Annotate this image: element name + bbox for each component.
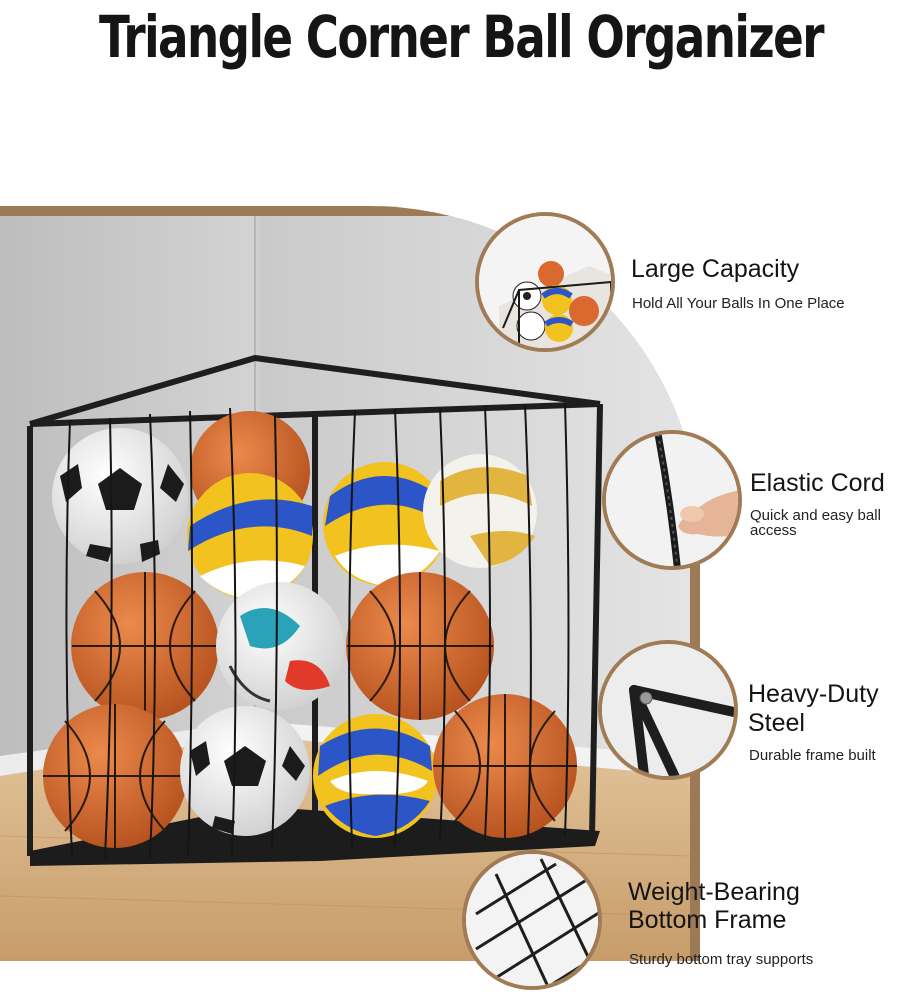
elastic-cord-photo-icon xyxy=(606,434,738,566)
feature-bottom-frame-image xyxy=(462,850,602,990)
feature-4-title-line-1: Weight-Bearing xyxy=(628,878,800,906)
feature-2-title: Elastic Cord xyxy=(750,469,885,497)
balls xyxy=(43,411,577,848)
elastic-cords xyxy=(65,403,570,859)
feature-2-desc-line-2: access xyxy=(750,522,797,539)
ball-basket-photo-icon xyxy=(479,216,611,348)
page-title: Triangle Corner Ball Organizer xyxy=(99,3,825,71)
feature-2-desc-line-1: Quick and easy ball xyxy=(750,507,881,524)
feature-1-desc: Hold All Your Balls In One Place xyxy=(632,295,845,312)
feature-3-desc: Durable frame built xyxy=(749,747,876,764)
feature-1-title: Large Capacity xyxy=(631,255,800,283)
feature-heavy-duty-steel-image xyxy=(598,640,738,780)
feature-3-title-line-1: Heavy-Duty xyxy=(748,680,879,708)
feature-elastic-cord-image xyxy=(602,430,742,570)
feature-4-desc: Sturdy bottom tray supports xyxy=(629,951,814,968)
feature-4-title-line-2: Bottom Frame xyxy=(628,906,787,934)
feature-3-title-line-2: Steel xyxy=(748,709,805,737)
bottom-grid-photo-icon xyxy=(466,854,598,986)
steel-frame-photo-icon xyxy=(602,644,734,776)
feature-large-capacity-image xyxy=(475,212,615,352)
